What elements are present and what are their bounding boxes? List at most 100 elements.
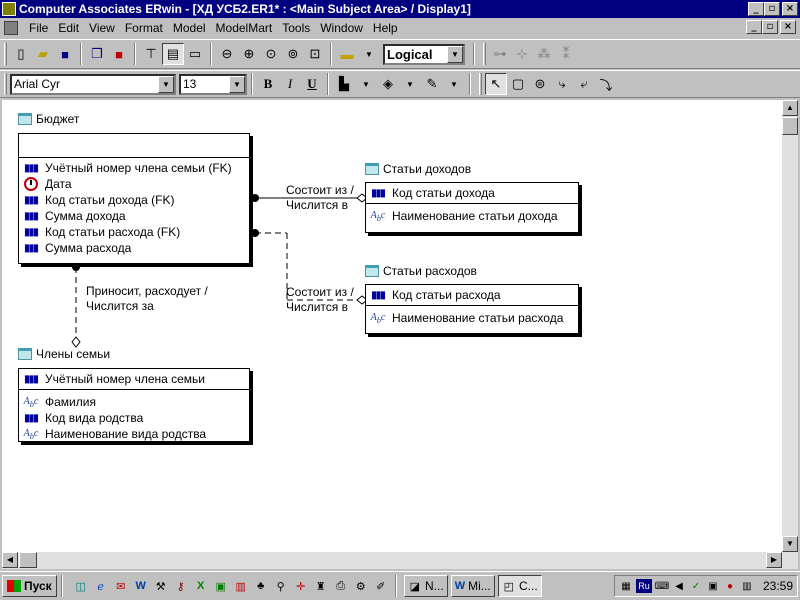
mouse-icon[interactable]: ⚲	[276, 580, 285, 593]
identifying-rel-icon[interactable]: ⤷	[558, 76, 566, 91]
menu-model[interactable]: Model	[172, 21, 206, 35]
dropdown-arrow-icon[interactable]: ▼	[450, 79, 458, 89]
text-color-icon[interactable]: ▙	[339, 76, 349, 91]
attribute-row[interactable]: ▮▮▮Код вида родства	[24, 411, 144, 425]
menu-help[interactable]: Help	[372, 21, 398, 35]
scroll-right-icon[interactable]: ▶	[766, 552, 782, 568]
keyboard-icon[interactable]: ⌨	[654, 580, 670, 592]
check-icon[interactable]: ✓	[691, 580, 701, 592]
chevron-down-icon[interactable]: ▼	[229, 75, 245, 93]
printer-icon[interactable]: ⎙	[336, 579, 346, 592]
tool-icon[interactable]: ⚒	[155, 580, 166, 593]
document-icon[interactable]	[4, 21, 18, 35]
notepad-icon[interactable]: ✐	[376, 580, 386, 593]
attribute-row[interactable]: ▮▮▮Сумма дохода	[24, 209, 126, 223]
language-indicator[interactable]: Ru	[635, 579, 652, 593]
display-icon[interactable]: ▬	[340, 46, 354, 62]
horizontal-scrollbar[interactable]: ◀ ▶	[2, 552, 782, 569]
save-icon[interactable]: ■	[61, 46, 69, 62]
start-button[interactable]: Пуск	[2, 575, 57, 597]
scroll-up-icon[interactable]: ▲	[782, 100, 798, 116]
fill-color-icon[interactable]: ◈	[383, 76, 393, 91]
excel-icon[interactable]: X	[197, 580, 205, 592]
attribute-row[interactable]: Дата	[19, 176, 249, 192]
menu-format[interactable]: Format	[124, 21, 163, 35]
zoom-in-icon[interactable]: ⊕	[243, 46, 255, 61]
zoom-page-icon[interactable]: ⊡	[309, 46, 321, 61]
chart-icon[interactable]: ▥	[235, 580, 246, 593]
entity-title-budget[interactable]: Бюджет	[18, 112, 79, 126]
menu-view[interactable]: View	[89, 21, 115, 35]
attribute-row[interactable]: ▮▮▮Код статьи дохода (FK)	[24, 193, 175, 207]
antivirus-icon[interactable]: ●	[726, 580, 733, 592]
toolbar-grip[interactable]	[4, 43, 7, 65]
font-select[interactable]: Arial Cyr ▼	[10, 73, 176, 95]
doc-close-button[interactable]: ×	[780, 20, 796, 34]
target-icon[interactable]: ✛	[296, 580, 306, 593]
menu-window[interactable]: Window	[320, 21, 363, 35]
scroll-thumb[interactable]	[782, 117, 798, 135]
toolbar-grip[interactable]	[479, 73, 482, 95]
scroll-thumb[interactable]	[19, 552, 37, 568]
attribute-row[interactable]: ▮▮▮Учётный номер члена семьи (FK)	[24, 161, 232, 175]
task-button[interactable]: W Mi...	[450, 575, 495, 597]
attribute-row[interactable]: ▮▮▮Код статьи расхода (FK)	[24, 225, 181, 239]
pin-icon[interactable]: ⊤	[145, 46, 157, 61]
toolbar-grip[interactable]	[483, 43, 486, 65]
entity-tool-icon[interactable]: ▢	[511, 76, 525, 91]
attribute-row[interactable]: ▮▮▮Код статьи расхода	[371, 288, 501, 302]
image-icon[interactable]: ▣	[215, 580, 226, 593]
zoom-out-icon[interactable]: ⊖	[221, 46, 233, 61]
note-icon[interactable]: ▤	[162, 43, 184, 65]
mail-icon[interactable]: ✉	[116, 580, 126, 593]
network-tray-icon[interactable]: ▣	[708, 580, 718, 592]
subtype-tool-icon[interactable]: ⊜	[534, 76, 546, 91]
chevron-down-icon[interactable]: ▼	[447, 45, 463, 63]
menu-tools[interactable]: Tools	[282, 21, 311, 35]
app-icon[interactable]	[2, 2, 16, 16]
doc-restore-button[interactable]: ▫	[762, 20, 778, 34]
close-button[interactable]: ×	[782, 2, 798, 16]
pen-color-icon[interactable]: ✎	[426, 76, 438, 91]
doc-minimize-button[interactable]: _	[746, 20, 762, 34]
toolbar-grip[interactable]	[4, 73, 7, 95]
access-icon[interactable]: ⚷	[176, 580, 185, 593]
task-button-erwin[interactable]: ◰ C...	[497, 575, 542, 597]
dropdown-arrow-icon[interactable]: ▼	[362, 79, 370, 89]
attribute-row[interactable]: ▮▮▮Код статьи дохода	[371, 186, 495, 200]
desktop-icon[interactable]: ◫	[75, 580, 86, 593]
display-tray-icon[interactable]: ▥	[742, 580, 752, 592]
utility-icon[interactable]: ⚙	[355, 580, 366, 593]
entity-title-family[interactable]: Члены семьи	[18, 347, 110, 361]
font-size-select[interactable]: 13 ▼	[179, 73, 247, 95]
zoom-icon[interactable]: ⊙	[265, 46, 277, 61]
pointer-icon[interactable]: ↖	[485, 73, 507, 95]
copy-icon[interactable]: ❐	[91, 46, 103, 61]
display-dropdown-icon[interactable]: ▼	[365, 49, 373, 59]
bold-button[interactable]: B	[263, 76, 273, 91]
scroll-down-icon[interactable]: ▼	[782, 536, 798, 552]
minimize-button[interactable]: _	[748, 2, 764, 16]
task-button[interactable]: ◪ N...	[403, 575, 448, 597]
clock[interactable]: 23:59	[762, 579, 793, 593]
entity-title-expense[interactable]: Статьи расходов	[365, 264, 477, 278]
restore-button[interactable]: ▫	[764, 2, 780, 16]
italic-button[interactable]: I	[287, 76, 293, 91]
view-mode-select[interactable]: Logical ▼	[383, 43, 465, 65]
word-icon[interactable]: W	[135, 580, 146, 592]
menu-file[interactable]: File	[29, 21, 49, 35]
scroll-left-icon[interactable]: ◀	[2, 552, 18, 568]
chevron-down-icon[interactable]: ▼	[158, 75, 174, 93]
browser-icon[interactable]: ℯ	[97, 580, 104, 593]
dropdown-arrow-icon[interactable]: ▼	[406, 79, 414, 89]
tray-app-icon[interactable]: ▦	[621, 580, 631, 592]
non-identifying-rel-icon[interactable]: ⤵	[599, 77, 613, 93]
diagram-canvas[interactable]: Бюджет ▮▮▮Учётный номер члена семьи (FK)…	[2, 100, 782, 552]
relationship-label-family[interactable]: Приносит, расходует / Числится за	[86, 284, 208, 313]
